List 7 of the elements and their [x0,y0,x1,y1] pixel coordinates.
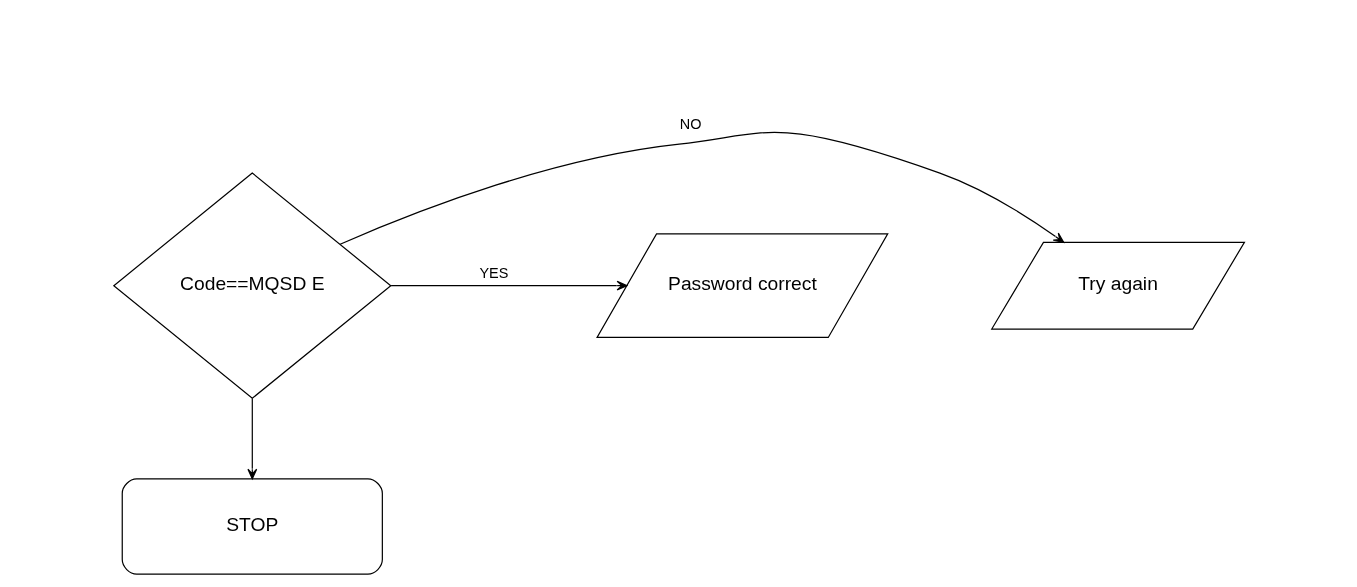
node-box: STOP [121,478,383,575]
arrow [246,397,257,480]
arrow [390,280,627,291]
node-diamond: Code==MQSD E [112,172,392,400]
edge-label: NO [679,116,701,133]
arrow [339,131,1064,245]
edge-label: YES [478,264,508,281]
